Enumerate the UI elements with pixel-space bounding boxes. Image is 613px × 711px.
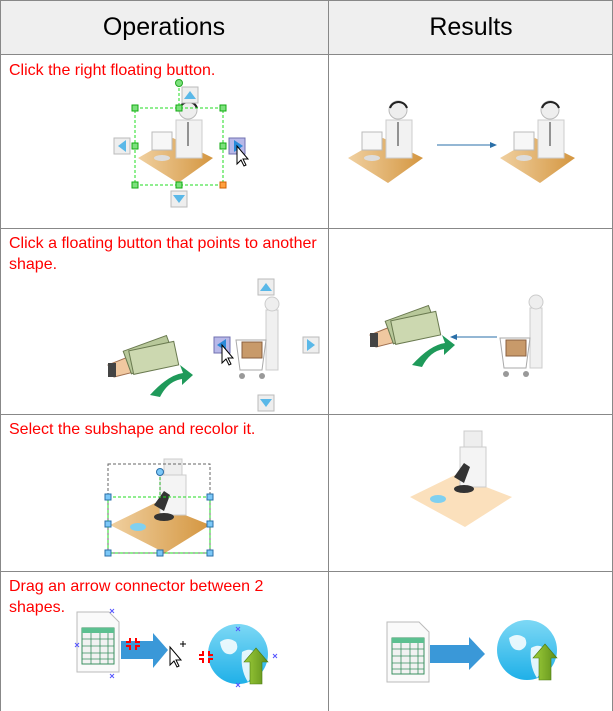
column-divider [328,0,329,711]
money-shape [369,305,456,368]
floating-button-down[interactable] [170,190,188,208]
floating-button-up[interactable] [257,278,275,296]
row-divider [0,414,613,415]
shopping-cart-shape [499,294,544,378]
mouse-cursor-icon [221,343,235,366]
operation-caption-1: Click the right floating button. [9,62,216,79]
operation-caption-3: Select the subshape and recolor it. [9,421,256,438]
floating-button-left[interactable] [113,137,131,155]
call-center-shape [499,100,576,184]
arrowhead-icon [450,334,457,340]
floating-button-up[interactable] [181,86,199,104]
spreadsheet-shape [386,621,430,683]
row-divider [0,228,613,229]
divider [0,0,613,1]
connection-point-icon [126,638,213,663]
header-results: Results [329,0,613,55]
globe-shape [207,623,269,685]
selection-handles[interactable] [104,493,214,557]
operation-caption-2: Click a floating button that points to a… [9,235,317,273]
selected-call-center-shape[interactable] [131,79,227,189]
rotate-handle[interactable] [156,468,164,476]
arrowhead-icon [490,142,497,148]
row-divider [0,571,613,572]
operation-caption-4: Drag an arrow connector between 2 shapes… [9,578,264,616]
header-operations: Operations [0,0,328,55]
mouse-cursor-icon [169,645,183,668]
divider [0,0,1,711]
floating-button-down[interactable] [257,394,275,412]
globe-shape [496,619,558,681]
crosshair-icon [180,641,186,647]
arrowhead-icon [469,637,485,670]
arrow-connector [430,645,470,663]
arrow-connector[interactable] [121,633,168,668]
spreadsheet-shape [76,611,120,673]
call-center-shape [347,100,424,184]
floating-button-right[interactable] [302,336,320,354]
recolored-lab-shape [410,430,512,527]
mouse-cursor-icon [236,144,250,167]
connection-points [74,608,278,688]
money-shape [107,335,194,398]
shopping-cart-shape [235,296,280,380]
